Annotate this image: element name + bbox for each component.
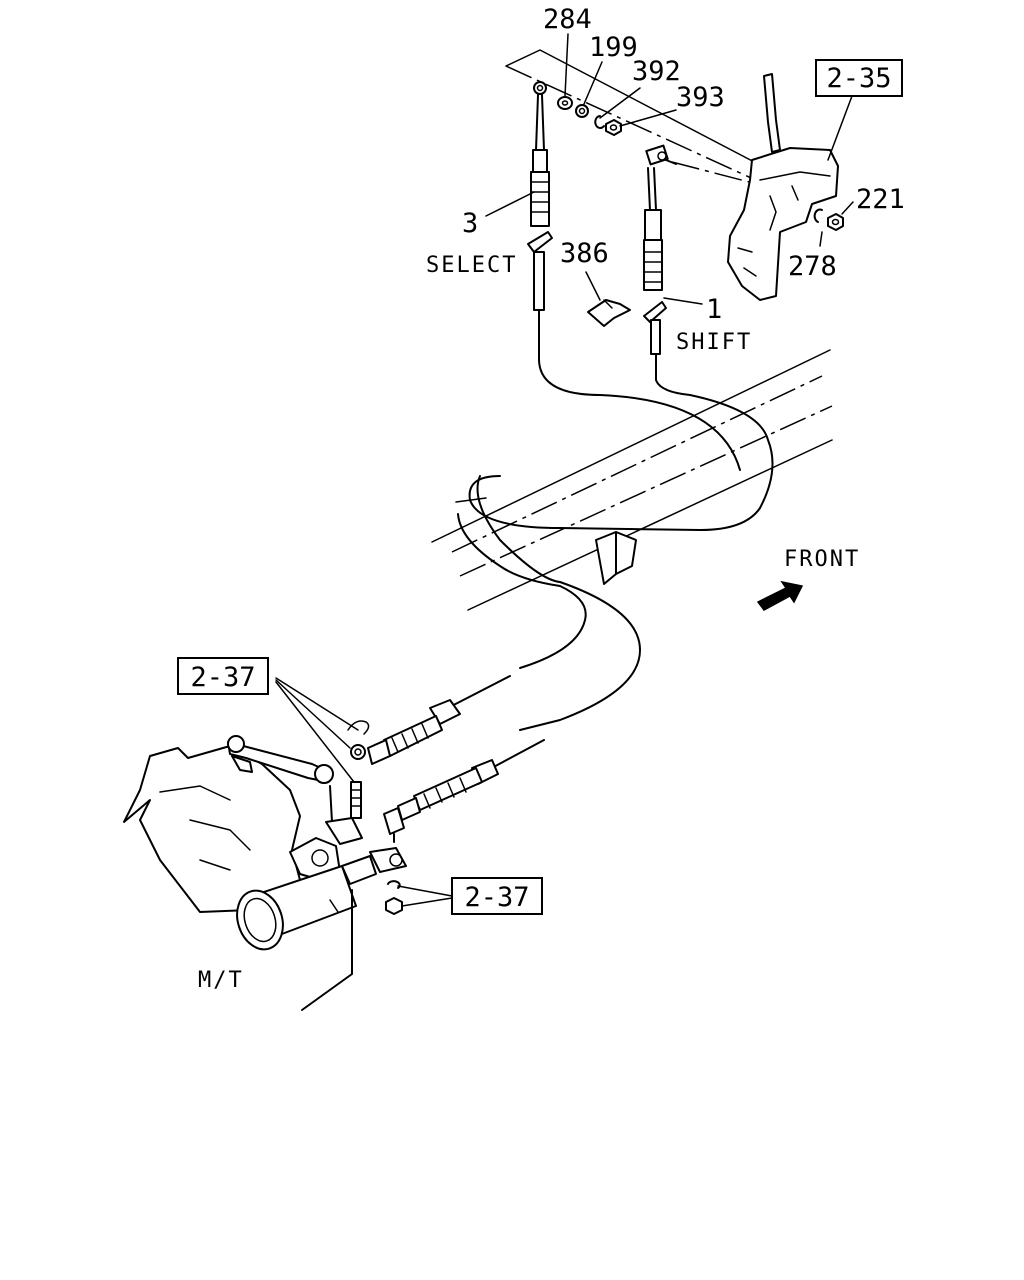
ref-box-2-37-upper: 2-37	[177, 657, 269, 695]
part-number-221: 221	[856, 184, 905, 215]
ref-box-2-35: 2-35	[815, 59, 903, 97]
ref-label-2-35: 2-35	[826, 63, 891, 94]
ref-label-2-37-lower: 2-37	[464, 882, 529, 913]
part-number-199: 199	[589, 32, 638, 63]
word-labels: SELECT SHIFT FRONT M/T	[198, 253, 860, 993]
mt-label: M/T	[198, 968, 244, 993]
lower-nut	[385, 897, 403, 915]
washer-199	[575, 104, 589, 118]
lower-shift-cable	[383, 739, 545, 843]
part-number-392: 392	[632, 56, 681, 87]
part-number-386: 386	[560, 238, 609, 269]
part-number-284: 284	[543, 4, 592, 35]
shift-cable	[468, 144, 774, 531]
frame-crossmember	[431, 349, 833, 731]
lever-hardware	[813, 208, 844, 231]
clip-392	[594, 115, 605, 129]
clip-386	[587, 299, 631, 327]
clip-278	[813, 208, 823, 223]
lower-hardware	[385, 880, 403, 915]
ref-label-2-37-upper: 2-37	[190, 662, 255, 693]
front-arrow	[756, 580, 804, 611]
lower-clip	[387, 880, 401, 889]
front-label: FRONT	[784, 547, 860, 572]
lower-select-cable	[347, 675, 511, 765]
select-cable	[527, 81, 741, 471]
washer-284	[557, 96, 573, 110]
transmission	[123, 735, 407, 1011]
part-number-393: 393	[676, 82, 725, 113]
shift-lever-bracket	[727, 73, 839, 301]
nut-221	[827, 213, 844, 231]
part-numbers: 284 199 392 393 3 386 1 221 278	[462, 4, 905, 325]
part-number-278: 278	[788, 251, 837, 282]
select-label: SELECT	[426, 253, 517, 278]
ref-box-2-37-lower: 2-37	[451, 877, 543, 915]
part-number-3: 3	[462, 208, 478, 239]
shift-label: SHIFT	[676, 330, 752, 355]
nut-393	[605, 119, 622, 136]
part-number-1: 1	[706, 294, 722, 325]
hardware-stack	[557, 96, 622, 136]
leader-lines	[275, 33, 854, 907]
front-arrow-icon	[756, 580, 804, 611]
